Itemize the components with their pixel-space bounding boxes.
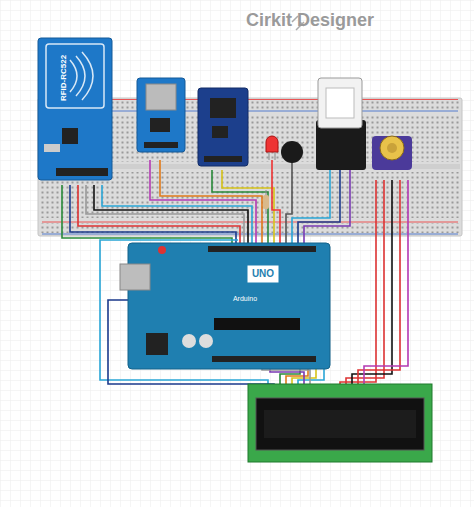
brand-name: Arduino (233, 295, 257, 302)
sd-card-module (137, 78, 185, 152)
potentiometer (372, 136, 412, 170)
board-logo: UNO (252, 269, 274, 279)
lcd-display (248, 384, 432, 462)
led (266, 136, 278, 160)
rtc-module (198, 88, 248, 166)
wires (62, 160, 408, 388)
buzzer (281, 141, 303, 163)
sensor-module (316, 78, 366, 170)
rfid-module (38, 38, 112, 180)
arduino-board (120, 243, 330, 369)
part-name: RFID-RC522 (60, 55, 68, 101)
watermark: Cirkit Designer (246, 11, 374, 29)
resistor (263, 190, 269, 214)
